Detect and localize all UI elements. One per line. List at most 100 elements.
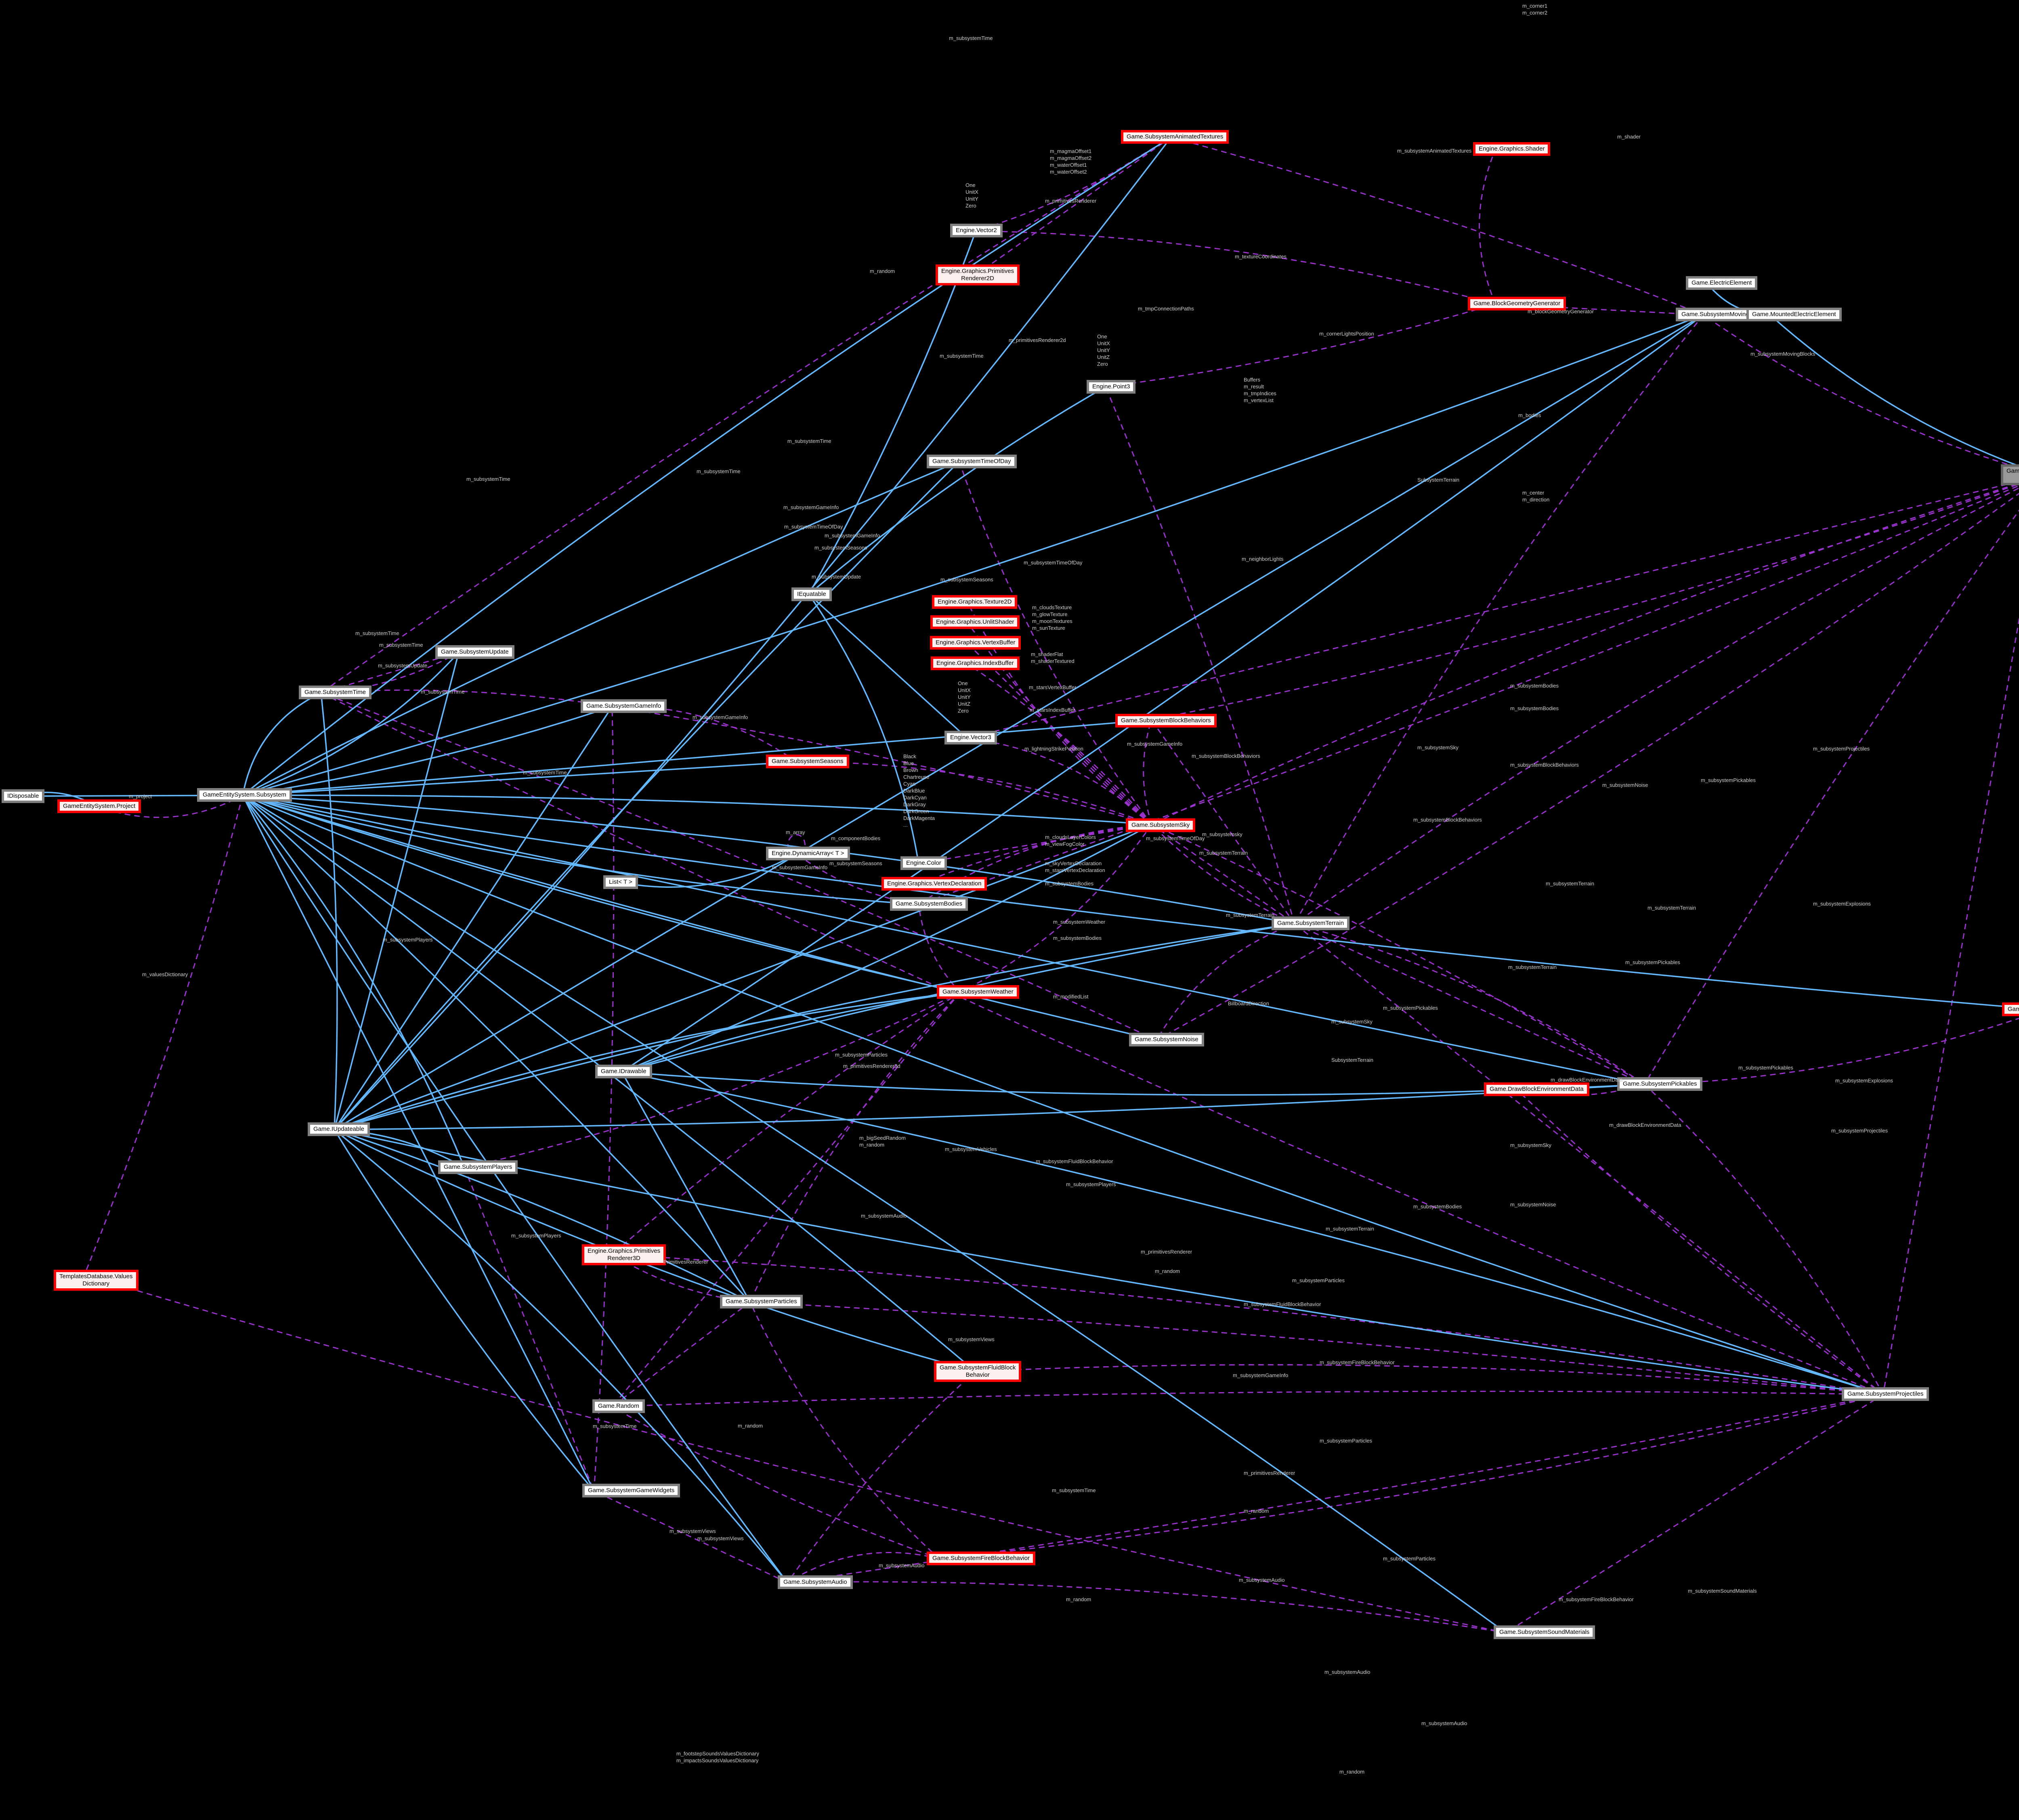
graph-node-fluidbeh[interactable]: Game.SubsystemFluidBlock Behavior: [934, 1361, 1022, 1382]
graph-node-project[interactable]: GameEntitySystem.Project: [57, 799, 141, 813]
edge-label: m_subsystemUpdate: [812, 574, 861, 580]
graph-node-explosions[interactable]: Game.SubsystemExplosions: [2002, 1002, 2019, 1016]
graph-node-time[interactable]: Game.SubsystemTime: [299, 686, 371, 699]
usage-edge: [918, 904, 961, 993]
inheritance-edge: [242, 795, 961, 993]
usage-edge: [787, 1581, 1506, 1633]
graph-node-idisp[interactable]: IDisposable: [2, 789, 45, 803]
edge-label: m_subsystemTerrain: [1508, 964, 1557, 970]
graph-node-sky[interactable]: Game.SubsystemSky: [1126, 818, 1196, 832]
edge-label: m_primitivesRenderer2d: [1009, 337, 1066, 343]
usage-edge: [918, 485, 2019, 905]
edge-label: m_subsystemTerrain: [1648, 905, 1696, 911]
graph-node-prim3d[interactable]: Engine.Graphics.Primitives Renderer3D: [582, 1244, 666, 1265]
edge-label: m_drawBlockEnvironmentData: [1609, 1122, 1681, 1128]
graph-node-point3[interactable]: Engine.Point3: [1087, 380, 1136, 394]
usage-edge: [1294, 923, 1645, 1085]
edge-label: m_cloudsTexture m_glowTexture m_moonText…: [1032, 604, 1072, 631]
edge-label: m_subsystemBodies: [1510, 705, 1559, 711]
usage-edge: [464, 992, 961, 1168]
graph-node-animtex[interactable]: Game.SubsystemAnimatedTextures: [1121, 130, 1229, 144]
graph-node-iequatable[interactable]: IEquatable: [791, 587, 832, 601]
graph-node-players[interactable]: Game.SubsystemPlayers: [438, 1160, 518, 1174]
usage-edge: [1151, 482, 2019, 825]
edge-label: m_subsystemProjectiles: [1813, 746, 1870, 752]
graph-node-electric[interactable]: Game.ElectricElement: [1686, 276, 1758, 290]
graph-node-vector2[interactable]: Engine.Vector2: [950, 224, 1003, 237]
inheritance-edge: [808, 386, 1106, 595]
graph-node-vector3[interactable]: Engine.Vector3: [944, 731, 997, 744]
edge-label: m_random: [870, 268, 895, 274]
graph-node-drawable[interactable]: Game.IDrawable: [595, 1065, 652, 1078]
graph-node-update[interactable]: Game.SubsystemUpdate: [435, 645, 514, 659]
edge-label: m_subsystemPickables: [1625, 959, 1680, 965]
edge-label: m_subsystemsky: [1202, 831, 1242, 837]
graph-node-bodies[interactable]: Game.SubsystemBodies: [890, 897, 968, 911]
graph-node-unlitshader[interactable]: Engine.Graphics.UnlitShader: [930, 615, 1020, 629]
edge-label: m_primitivesRenderer: [1045, 198, 1097, 204]
graph-node-templates[interactable]: TemplatesDatabase.Values Dictionary: [54, 1270, 139, 1291]
graph-node-vertexdecl[interactable]: Engine.Graphics.VertexDeclaration: [881, 877, 987, 891]
edge-label: m_primitivesRenderer: [1244, 1470, 1295, 1476]
graph-node-prim2d[interactable]: Engine.Graphics.Primitives Renderer2D: [936, 264, 1020, 285]
graph-node-audio[interactable]: Game.SubsystemAudio: [778, 1575, 853, 1589]
edge-label: m_subsystemTime: [940, 353, 984, 359]
graph-node-random[interactable]: Game.Random: [592, 1399, 645, 1413]
graph-node-iupdateable[interactable]: Game.IUpdateable: [308, 1122, 370, 1136]
graph-node-soundmaterials[interactable]: Game.SubsystemSoundMaterials: [1494, 1625, 1595, 1639]
inheritance-edge: [242, 795, 2019, 1009]
edge-label: m_subsystemSeasons: [829, 860, 882, 866]
graph-node-gameinfo[interactable]: Game.SubsystemGameInfo: [581, 699, 667, 713]
edge-label: m_shader: [1617, 134, 1641, 140]
graph-node-indexbuffer[interactable]: Engine.Graphics.IndexBuffer: [931, 656, 1020, 670]
inheritance-edge: [808, 594, 919, 864]
edge-label: m_subsystemBlockBehaviors: [1192, 753, 1260, 759]
edge-label: m_random: [738, 1423, 763, 1429]
usage-edge: [749, 992, 961, 1302]
edge-label: m_valuesDictionary: [142, 971, 188, 977]
edge-label: m_skyVertexDeclaration m_starsVertexDecl…: [1045, 860, 1105, 873]
graph-node-dynarray[interactable]: Engine.DynamicArray< T >: [766, 847, 850, 860]
graph-node-projectiles[interactable]: Game.SubsystemProjectiles: [1842, 1387, 1929, 1401]
edge-label: m_subsystemTime: [593, 1423, 637, 1429]
usage-edge: [1883, 616, 2019, 1395]
graph-node-list[interactable]: List< T >: [603, 875, 638, 889]
inheritance-edge: [242, 795, 1884, 1395]
edge-label: m_tmpConnectionPaths: [1138, 306, 1194, 312]
graph-node-gamewidgets[interactable]: Game.SubsystemGameWidgets: [582, 1484, 680, 1497]
graph-node-weather[interactable]: Game.SubsystemWeather: [937, 985, 1019, 999]
usage-edge: [611, 992, 961, 1407]
graph-node-timeofday[interactable]: Game.SubsystemTimeOfDay: [927, 455, 1017, 468]
graph-node-terrain[interactable]: Game.SubsystemTerrain: [1272, 916, 1350, 930]
edge-label: m_subsystemGameInfo: [783, 504, 839, 510]
edge-label: One UnitX UnitY UnitZ Zero: [1097, 333, 1110, 367]
edge-label: m_componentBodies: [831, 835, 881, 841]
graph-node-firebeh[interactable]: Game.SubsystemFireBlockBehavior: [927, 1552, 1035, 1565]
graph-node-seasons[interactable]: Game.SubsystemSeasons: [766, 755, 849, 768]
usage-edge: [612, 1301, 751, 1407]
inheritance-edge: [334, 1129, 595, 1492]
graph-node-shader[interactable]: Engine.Graphics.Shader: [1473, 142, 1551, 156]
graph-node-pickables[interactable]: Game.SubsystemPickables: [1617, 1077, 1703, 1091]
edge-label: m_subsystemViews: [697, 1535, 744, 1541]
graph-node-drawblockenv[interactable]: Game.DrawBlockEnvironmentData: [1484, 1082, 1589, 1096]
usage-edge: [1644, 1017, 2019, 1085]
graph-node-subsystem[interactable]: GameEntitySystem.Subsystem: [197, 788, 292, 802]
inheritance-edge: [334, 314, 1704, 1130]
graph-node-color[interactable]: Engine.Color: [900, 856, 947, 870]
usage-edge: [464, 1167, 595, 1491]
edge-label: m_subsystemTimeOfDay: [1024, 560, 1083, 566]
usage-edge: [612, 992, 961, 1255]
graph-node-motion[interactable]: Game.MotionDetectorElectric Element: [2001, 464, 2019, 485]
graph-node-blockbeh[interactable]: Game.SubsystemBlockBehaviors: [1115, 714, 1217, 728]
usage-edge: [959, 461, 1152, 825]
graph-node-mounted[interactable]: Game.MountedElectricElement: [1746, 308, 1842, 321]
graph-node-noise[interactable]: Game.SubsystemNoise: [1129, 1033, 1204, 1046]
edge-label: m_subsystemUpdate: [378, 663, 428, 669]
graph-node-vertexbuffer[interactable]: Engine.Graphics.VertexBuffer: [930, 636, 1021, 650]
edge-label: m_subsystemViews: [670, 1528, 716, 1534]
graph-node-particles[interactable]: Game.SubsystemParticles: [720, 1295, 803, 1308]
inheritance-edge: [334, 992, 961, 1130]
graph-node-blockgeom[interactable]: Game.BlockGeometryGenerator: [1468, 297, 1566, 310]
graph-node-texture2d[interactable]: Engine.Graphics.Texture2D: [932, 595, 1018, 609]
